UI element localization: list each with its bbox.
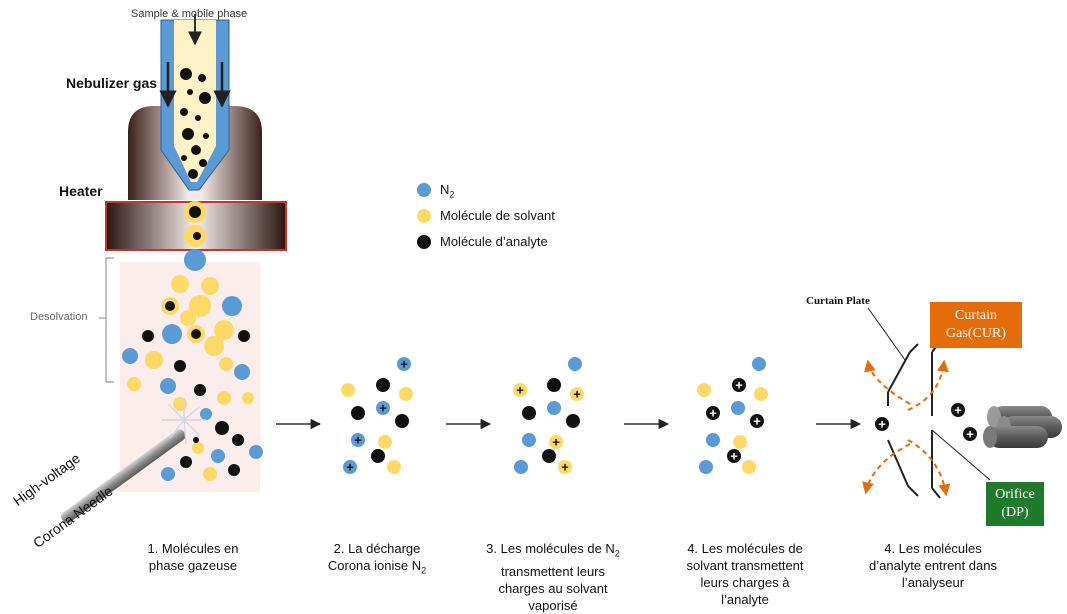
gas-flow-upper-left: [864, 359, 911, 405]
legend-n2-sub: 2: [449, 189, 455, 200]
svg-text:+: +: [966, 427, 974, 442]
curtain-gas-line1: Curtain: [955, 308, 997, 323]
caption-2-sub: 2: [421, 565, 427, 576]
svg-text:+: +: [561, 460, 569, 475]
caption-2-line1: 2. La décharge: [333, 541, 421, 556]
curtain-plate-bottom: [887, 439, 909, 487]
caption-5-line1: 4. Les molécules: [884, 541, 982, 556]
svg-text:+: +: [573, 387, 581, 402]
svg-text:+: +: [753, 414, 761, 429]
group-step-2: + + + +: [341, 357, 413, 475]
caption-step-1: 1. Molécules en phase gazeuse: [118, 540, 268, 574]
caption-2-line2-wrap: Corona ionise N2: [302, 557, 452, 580]
caption-5-line2: d’analyte entrent dans: [869, 558, 997, 573]
svg-text:+: +: [954, 403, 962, 418]
svg-text:+: +: [379, 401, 387, 416]
svg-text:+: +: [516, 383, 524, 398]
curtain-gas-box: Curtain Gas(CUR): [930, 302, 1022, 348]
desolvation-bracket: [105, 257, 114, 383]
caption-step-4: 4. Les molécules de solvant transmettent…: [665, 540, 825, 608]
desolvation-particles: [122, 275, 263, 481]
svg-text:+: +: [730, 449, 738, 464]
svg-text:+: +: [735, 378, 743, 393]
corona-needle: [61, 429, 186, 524]
group-step-3: + + + +: [513, 357, 584, 475]
legend-n2-text: N: [440, 182, 450, 197]
caption-1-line2: phase gazeuse: [148, 558, 238, 573]
svg-text:+: +: [346, 460, 354, 475]
caption-step-5: 4. Les molécules d’analyte entrent dans …: [848, 540, 1018, 591]
curtain-plate-label: Curtain Plate: [806, 295, 870, 307]
nebulizer-label: Nebulizer gas: [66, 75, 158, 91]
legend-solvent-label: Molécule de solvant: [440, 208, 555, 223]
gas-flow-lower-right: [907, 439, 951, 497]
discharge-spark: [162, 398, 206, 445]
legend-analyte-dot: [417, 235, 431, 249]
emerging-droplets: [184, 201, 206, 271]
orifice-line2: (DP): [1001, 505, 1029, 520]
heater-label: Heater: [59, 183, 103, 199]
caption-1-line1: 1. Molécules en: [147, 541, 239, 556]
capillary-droplets: [180, 68, 211, 179]
caption-4-line1: 4. Les molécules de: [687, 541, 803, 556]
svg-text:+: +: [400, 357, 408, 372]
caption-4-line3: leurs charges à: [700, 575, 790, 590]
orifice-line1: Orifice: [995, 487, 1035, 502]
caption-5-line3: l’analyseur: [901, 575, 965, 590]
svg-text:+: +: [878, 417, 886, 432]
caption-3-sub: 2: [614, 548, 620, 559]
caption-3-line3: charges au solvant: [498, 580, 608, 596]
sample-channel: [174, 20, 216, 182]
gas-flow-lower-left: [862, 443, 911, 495]
caption-2-line2: Corona ionise N: [327, 558, 422, 573]
caption-3-line2: transmettent leurs: [500, 563, 606, 579]
orifice-pointer: [931, 429, 991, 481]
caption-step-2: 2. La décharge Corona ionise N2: [302, 540, 452, 580]
legend-n2-dot: [417, 183, 431, 197]
sample-label: Sample & mobile phase: [131, 8, 248, 20]
svg-text:+: +: [709, 406, 717, 421]
legend-n2-label: N2: [440, 182, 454, 200]
curtain-plate-top: [887, 351, 911, 393]
svg-text:+: +: [354, 433, 362, 448]
svg-text:+: +: [552, 435, 560, 450]
analyzer-section: + + +: [862, 307, 991, 499]
caption-3-line1-wrap: 3. Les molécules de N2: [468, 540, 638, 563]
curtain-gas-line2: Gas(CUR): [946, 326, 1006, 341]
curtain-pointer: [867, 307, 906, 361]
quadrupole-rods: [983, 406, 1062, 448]
caption-3-line4: vaporisé: [528, 597, 578, 613]
caption-4-line2: solvant transmettent: [686, 558, 804, 573]
orifice-box: Orifice (DP): [986, 482, 1044, 526]
caption-step-3: 3. Les molécules de N2 transmettent leur…: [468, 540, 638, 614]
group-step-4: + + + +: [697, 357, 768, 474]
legend-solvent-dot: [417, 209, 431, 223]
gas-flow-upper-right: [907, 359, 949, 411]
legend-analyte-label: Molécule d’analyte: [440, 234, 548, 249]
caption-4-line4: l’analyte: [721, 592, 769, 607]
desolvation-label: Desolvation: [30, 311, 88, 323]
caption-3-line1: 3. Les molécules de N: [486, 541, 615, 556]
